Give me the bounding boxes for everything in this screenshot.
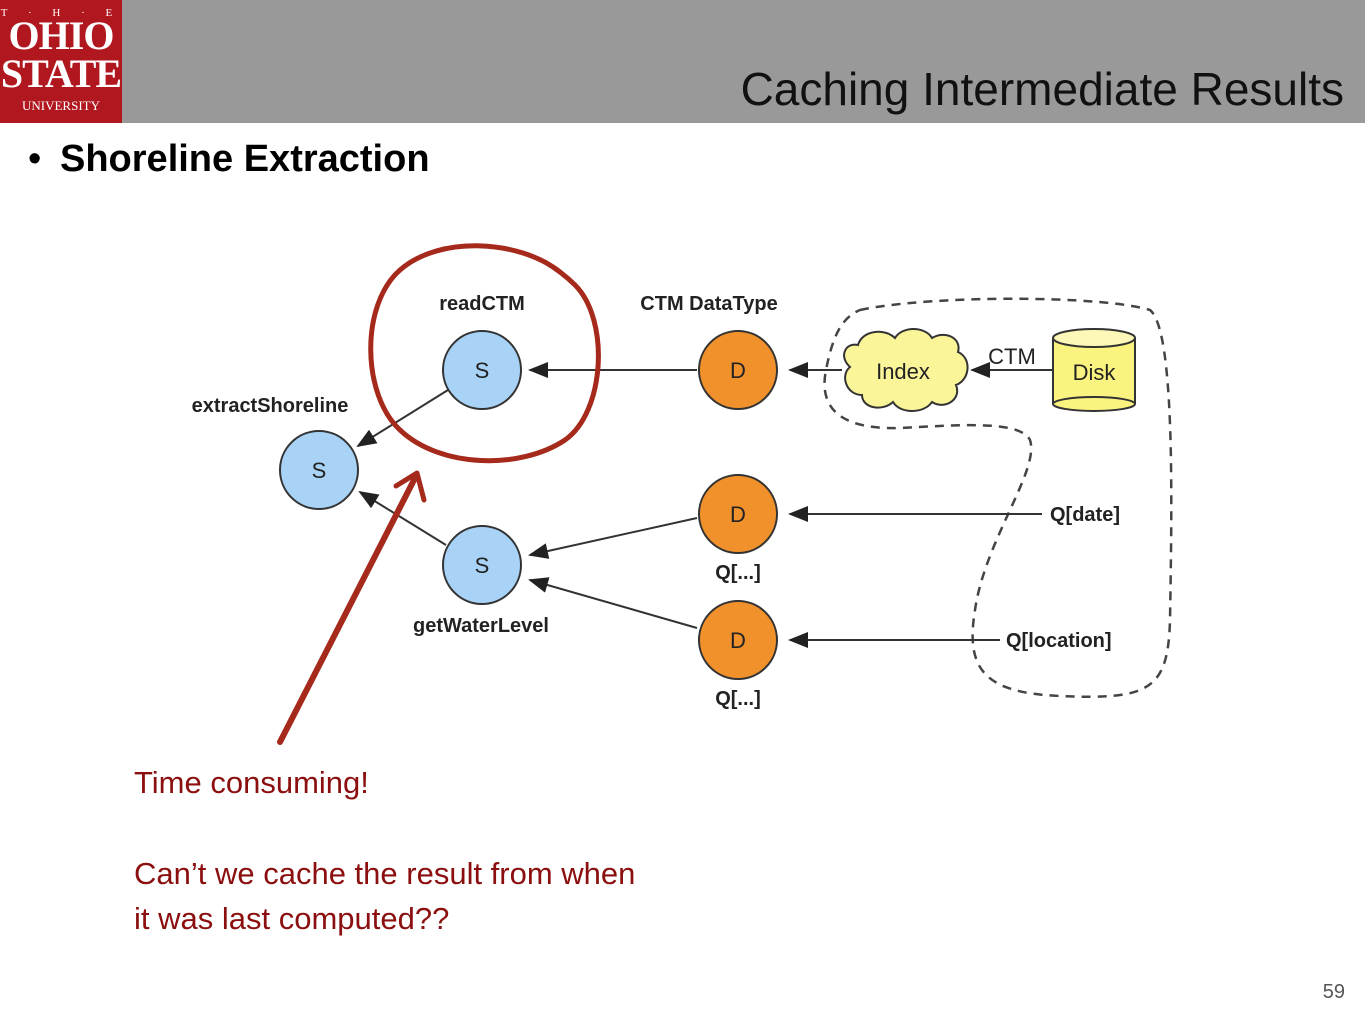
edge-getwater-extract bbox=[358, 490, 447, 546]
label-q-date: Q[date] bbox=[1050, 504, 1120, 526]
label-ctm-datatype: CTM DataType bbox=[640, 293, 777, 315]
slide-header bbox=[0, 0, 1365, 123]
node-ctm-letter: D bbox=[730, 358, 746, 383]
highlight-circle bbox=[368, 243, 601, 464]
node-data-date: D bbox=[698, 474, 778, 554]
node-getwater-letter: S bbox=[475, 553, 490, 578]
logo-state: STATE bbox=[0, 51, 122, 96]
annotation-line-1: Time consuming! bbox=[134, 765, 369, 800]
label-get-water-level: getWaterLevel bbox=[413, 615, 549, 637]
label-ctm-edge: CTM bbox=[988, 344, 1036, 369]
annotation-arrow bbox=[277, 475, 418, 745]
node-data-location: D bbox=[698, 600, 778, 680]
logo-ohio: OHIO bbox=[8, 13, 115, 58]
index-cloud: Index bbox=[843, 328, 969, 412]
annotation-line-3: it was last computed?? bbox=[134, 901, 450, 936]
edge-data2-getwater bbox=[528, 577, 698, 629]
annotation-line-2: Can’t we cache the result from when bbox=[134, 856, 636, 891]
node-extract-shoreline: S bbox=[279, 430, 359, 510]
label-extract-shoreline: extractShoreline bbox=[192, 395, 349, 417]
logo-the: T · H · E bbox=[0, 7, 122, 19]
node-location-letter: D bbox=[730, 628, 746, 653]
logo-university: UNIVERSITY bbox=[22, 98, 100, 113]
node-readctm-letter: S bbox=[475, 358, 490, 383]
bullet-item: • Shoreline Extraction bbox=[28, 138, 430, 181]
page-number: 59 bbox=[1322, 981, 1345, 1003]
node-extract-letter: S bbox=[312, 458, 327, 483]
label-q-location: Q[location] bbox=[1006, 630, 1112, 652]
label-q-dots-2: Q[...] bbox=[715, 688, 761, 710]
index-label: Index bbox=[876, 359, 930, 384]
disk-label: Disk bbox=[1073, 360, 1117, 385]
logo-ohio-state: OHIO STATE bbox=[0, 13, 122, 96]
label-q-dots-1: Q[...] bbox=[715, 562, 761, 584]
dashed-boundary bbox=[823, 297, 1173, 698]
node-readctm: S bbox=[442, 330, 522, 410]
annotation-arrowhead bbox=[393, 470, 427, 503]
ohio-state-logo: T · H · E OHIO STATE UNIVERSITY bbox=[0, 0, 122, 123]
node-get-water-level: S bbox=[442, 525, 522, 605]
disk-cylinder: Disk bbox=[1052, 328, 1136, 412]
bullet-text: Shoreline Extraction bbox=[60, 138, 430, 180]
node-date-letter: D bbox=[730, 502, 746, 527]
edge-data1-getwater bbox=[528, 517, 698, 559]
label-readctm: readCTM bbox=[439, 293, 525, 315]
bullet-marker: • bbox=[28, 138, 42, 180]
node-ctm-datatype: D bbox=[698, 330, 778, 410]
slide-title: Caching Intermediate Results bbox=[740, 63, 1344, 115]
edge-readctm-extract bbox=[356, 389, 449, 448]
